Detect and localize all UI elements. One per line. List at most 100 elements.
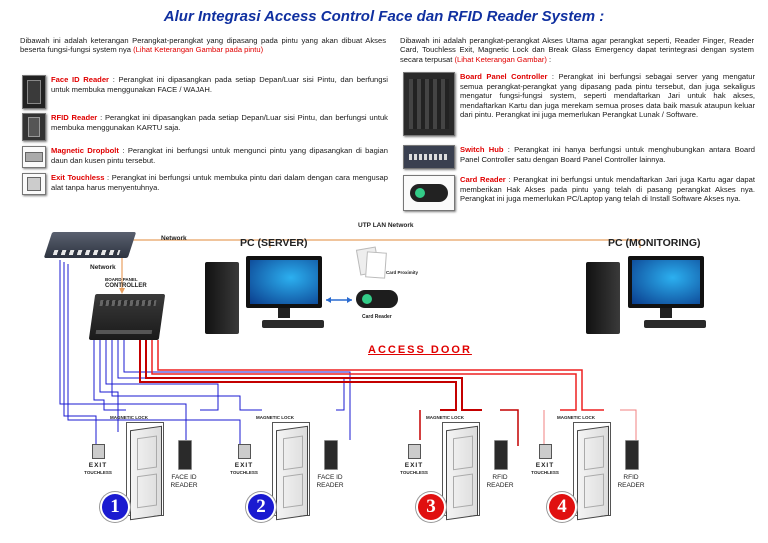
rfid-reader-icon (22, 113, 46, 141)
red-wire (139, 340, 457, 411)
board-panel-name: Board Panel Controller (460, 72, 548, 81)
exit-label: EXIT (234, 462, 254, 469)
dropbolt-icon (22, 146, 46, 168)
card-reader-label: Card Reader (362, 314, 392, 320)
card-reader-name: Card Reader (460, 175, 506, 184)
exit-touchless-icon (238, 444, 251, 459)
arrow-right-icon (347, 297, 352, 303)
pc-server-tower (205, 262, 239, 334)
monitor-stand (660, 308, 672, 318)
card-proximity-label: Card Proximity (386, 270, 419, 275)
monitor-stand (278, 308, 290, 318)
card-reader-device (356, 290, 398, 308)
switch-hub-name: Switch Hub (460, 145, 504, 154)
card-proximity-icon-2 (365, 251, 387, 279)
card-reader-icon (403, 175, 455, 211)
rfid-text: : Perangkat ini dipasangkan pada setiap … (51, 113, 388, 132)
pc-monitoring-tower (586, 262, 620, 334)
reader-label-2: READER (170, 482, 198, 489)
blue-wire (67, 264, 241, 446)
exit-label: EXIT (88, 462, 108, 469)
item-dropbolt: Magnetic Dropbolt : Perangkat ini berfun… (22, 146, 388, 168)
switch-hub-device (43, 232, 137, 258)
dropbolt-desc: Magnetic Dropbolt : Perangkat ini berfun… (51, 146, 388, 165)
intro-right-link[interactable]: (Lihat Keterangan Gambar) (454, 54, 547, 64)
card-reader-desc: Card Reader : Perangkat ini berfungsi un… (460, 175, 755, 204)
exit-touchless-icon (92, 444, 105, 459)
switch-hub-desc: Switch Hub : Perangkat ini hanya berfung… (460, 145, 755, 164)
red-wire (145, 340, 482, 411)
reader-label-1: FACE ID (317, 474, 343, 481)
card-reader-text: : Perangkat ini berfungsi untuk mendafta… (460, 175, 755, 203)
face-id-reader-icon (22, 75, 46, 109)
rfid-name: RFID Reader (51, 113, 98, 122)
arrow-down-icon (119, 288, 125, 294)
reader-label-2: READER (316, 482, 344, 489)
exit-touchless-icon (539, 444, 552, 459)
network-top-label: Network (161, 235, 187, 242)
blue-wire (59, 260, 187, 440)
exit-sub-label: TOUCHLESS (230, 470, 258, 475)
door-leaf (276, 425, 308, 521)
door-leaf (577, 425, 609, 521)
blue-wire (123, 340, 351, 440)
page-title: Alur Integrasi Access Control Face dan R… (163, 8, 605, 25)
item-exit: Exit Touchless : Perangkat ini berfungsi… (22, 173, 388, 195)
pc-monitoring-monitor (628, 256, 704, 308)
keyboard-icon (644, 320, 706, 328)
intro-right: Dibawah ini adalah perangkat-perangkat A… (400, 36, 754, 64)
dropbolt-name: Magnetic Dropbolt (51, 146, 119, 155)
pink-wire (620, 409, 637, 446)
exit-touchless-icon (408, 444, 421, 459)
magnetic-lock-label: MAGNETIC LOCK (557, 415, 595, 420)
exit-sub-label: TOUCHLESS (400, 470, 428, 475)
dropbolt-text: : Perangkat ini berfungsi untuk mengunci… (51, 146, 388, 165)
pc-server-monitor (246, 256, 322, 308)
board-label-2: CONTROLLER (105, 283, 147, 289)
arrow-left-icon (326, 297, 331, 303)
face-id-text: : Perangkat ini dipasangkan pada setiap … (51, 75, 388, 94)
door-leaf (130, 425, 162, 521)
blue-wire (99, 340, 119, 432)
board-panel-icon (403, 72, 455, 136)
switch-hub-icon (403, 145, 455, 169)
reader-device-icon (178, 440, 192, 470)
intro-left-link[interactable]: (Lihat Keterangan Gambar pada pintu) (133, 45, 264, 55)
rfid-desc: RFID Reader : Perangkat ini dipasangkan … (51, 113, 388, 132)
exit-text: : Perangkat ini berfungsi untuk membuka … (51, 173, 389, 192)
door-number-badge: 1 (102, 494, 128, 520)
reader-device-icon (324, 440, 338, 470)
blue-wire (111, 340, 262, 411)
door-leaf (446, 425, 478, 521)
intro-left: Dibawah ini adalah keterangan Perangkat-… (20, 36, 386, 55)
item-board-panel: Board Panel Controller : Perangkat ini b… (403, 72, 755, 136)
board-label-1: BOARD PANEL (105, 277, 138, 282)
exit-label: EXIT (404, 462, 424, 469)
magnetic-lock-label: MAGNETIC LOCK (256, 415, 294, 420)
door-number-badge: 3 (418, 494, 444, 520)
network-side-label: Network (90, 264, 116, 271)
board-panel-desc: Board Panel Controller : Perangkat ini b… (460, 72, 755, 120)
reader-label-1: RFID (492, 474, 508, 481)
exit-desc: Exit Touchless : Perangkat ini berfungsi… (51, 173, 388, 192)
reader-label-2: READER (617, 482, 645, 489)
access-door-label: ACCESS DOOR (368, 344, 472, 356)
intro-right-text: Dibawah ini adalah perangkat-perangkat A… (400, 36, 754, 64)
face-id-desc: Face ID Reader : Perangkat ini dipasangk… (51, 75, 388, 94)
board-panel-device (88, 294, 166, 340)
intro-right-tail: : (546, 54, 552, 64)
reader-label-1: RFID (623, 474, 639, 481)
reader-label-2: READER (486, 482, 514, 489)
reader-device-icon (625, 440, 639, 470)
exit-sub-label: TOUCHLESS (531, 470, 559, 475)
item-card-reader: Card Reader : Perangkat ini berfungsi un… (403, 175, 755, 211)
item-face-id: Face ID Reader : Perangkat ini dipasangk… (22, 75, 388, 109)
reader-device-icon (494, 440, 508, 470)
red-wire (500, 409, 519, 446)
item-switch-hub: Switch Hub : Perangkat ini hanya berfung… (403, 145, 755, 169)
exit-label: EXIT (535, 462, 555, 469)
switch-hub-text: : Perangkat ini hanya berfungsi untuk me… (460, 145, 755, 164)
red-wire (151, 340, 577, 411)
item-rfid: RFID Reader : Perangkat ini dipasangkan … (22, 113, 388, 141)
reader-label-1: FACE ID (171, 474, 197, 481)
